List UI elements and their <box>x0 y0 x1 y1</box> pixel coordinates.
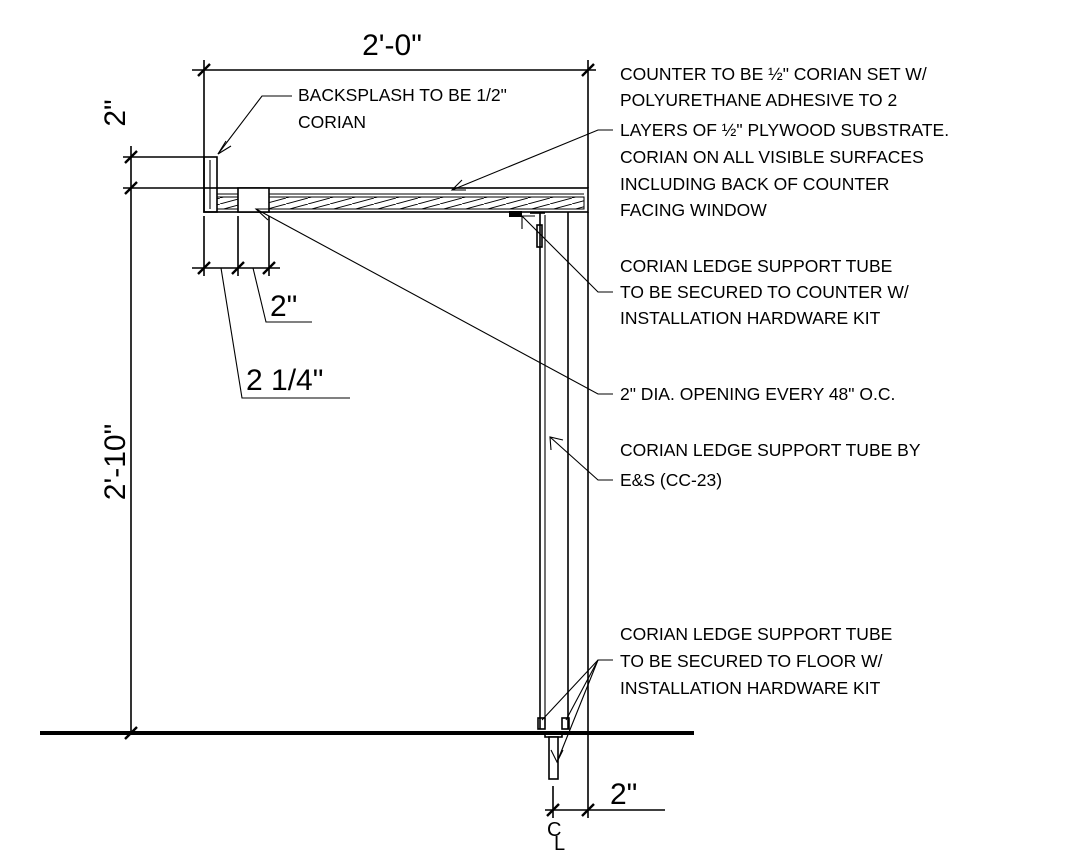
dimension-backsplash-depth: 2" <box>192 216 312 323</box>
note-counter-line-3: LAYERS OF ½" PLYWOOD SUBSTRATE. <box>620 120 949 140</box>
note-tube-line-2: E&S (CC-23) <box>620 470 722 490</box>
bottom-bracket <box>537 717 570 780</box>
dimension-counter-height: 2'-10" <box>99 424 138 740</box>
note-tube-to-floor: CORIAN LEDGE SUPPORT TUBE TO BE SECURED … <box>541 624 892 764</box>
note-backsplash: BACKSPLASH TO BE 1/2" CORIAN <box>217 85 507 155</box>
note-tube-floor-line-3: INSTALLATION HARDWARE KIT <box>620 678 881 698</box>
plywood-substrate <box>216 196 585 210</box>
note-tube-line-1: CORIAN LEDGE SUPPORT TUBE BY <box>620 440 921 460</box>
note-counter-line-6: FACING WINDOW <box>620 200 767 220</box>
centerline-symbol: C L <box>547 819 565 853</box>
dimension-tube-offset: 2" <box>545 212 665 818</box>
note-counter-line-5: INCLUDING BACK OF COUNTER <box>620 174 889 194</box>
note-backsplash-line-1: BACKSPLASH TO BE 1/2" <box>298 85 507 105</box>
dim-overall-width-label: 2'-0" <box>362 29 422 62</box>
note-tube: CORIAN LEDGE SUPPORT TUBE BY E&S (CC-23) <box>549 436 921 490</box>
note-counter-line-2: POLYURETHANE ADHESIVE TO 2 <box>620 90 897 110</box>
dim-backsplash-depth-label: 2" <box>270 290 297 323</box>
note-tube-to-counter: CORIAN LEDGE SUPPORT TUBE TO BE SECURED … <box>521 215 909 328</box>
centerline-l: L <box>554 833 565 853</box>
note-counter-line-4: CORIAN ON ALL VISIBLE SURFACES <box>620 147 924 167</box>
dim-tube-offset-label: 2" <box>610 778 637 811</box>
note-opening: 2" DIA. OPENING EVERY 48" O.C. <box>254 208 895 404</box>
dim-backsplash-height-label: 2" <box>99 99 132 126</box>
support-tube <box>539 212 569 729</box>
tube-opening <box>237 187 270 213</box>
note-tube-floor-line-2: TO BE SECURED TO FLOOR W/ <box>620 651 883 671</box>
note-opening-text: 2" DIA. OPENING EVERY 48" O.C. <box>620 384 895 404</box>
dim-counter-height-label: 2'-10" <box>99 424 132 500</box>
dim-opening-offset-label: 2 1/4" <box>246 364 323 397</box>
centerline-c: C <box>547 819 561 841</box>
note-counter: COUNTER TO BE ½" CORIAN SET W/ POLYURETH… <box>450 64 949 220</box>
note-backsplash-line-2: CORIAN <box>298 112 366 132</box>
counter-assembly <box>203 156 589 780</box>
counter-top <box>203 187 589 213</box>
note-counter-line-1: COUNTER TO BE ½" CORIAN SET W/ <box>620 64 927 84</box>
note-tube-counter-line-2: TO BE SECURED TO COUNTER W/ <box>620 282 909 302</box>
dimension-backsplash-height: 2" <box>99 99 204 735</box>
note-tube-counter-line-3: INSTALLATION HARDWARE KIT <box>620 308 881 328</box>
dimension-opening-offset: 2 1/4" <box>220 267 350 399</box>
note-tube-floor-line-1: CORIAN LEDGE SUPPORT TUBE <box>620 624 892 644</box>
note-tube-counter-line-1: CORIAN LEDGE SUPPORT TUBE <box>620 256 892 276</box>
dimension-overall-width: 2'-0" <box>192 29 596 188</box>
